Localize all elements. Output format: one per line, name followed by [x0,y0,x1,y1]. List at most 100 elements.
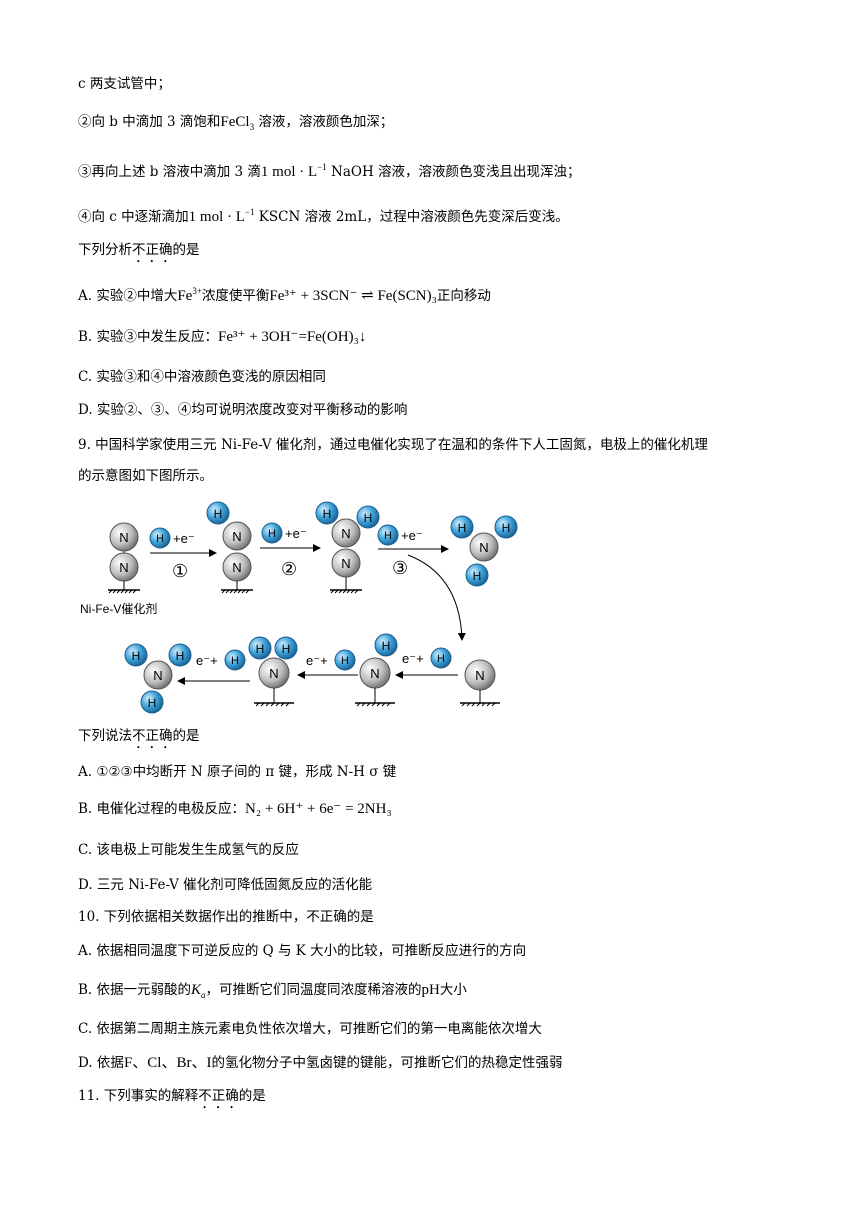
step-6-arrow: e⁻+ H [177,649,250,685]
q9-stem-a: 下列说法 [78,728,132,744]
optA-text-a: A. 实验②中增大 [78,288,178,304]
q8-stem-a: 下列分析 [78,242,132,258]
ka-symbol: Ka [191,982,206,1000]
q8-option-b: B. 实验③中发生反应：Fe³⁺ + 3OH⁻=Fe(OH)₃↓ [78,328,366,346]
q8-option-d: D. 实验②、③、④均可说明浓度改变对平衡移动的影响 [78,402,408,418]
svg-text:N: N [232,529,241,544]
svg-text:H: H [364,511,373,525]
l4-text-a: ④向 c 中逐渐滴加 [78,209,189,225]
svg-text:N: N [153,668,162,683]
q9-option-a: A. ①②③中均断开 N 原子间的 π 键，形成 N-H σ 键 [78,764,397,780]
q11-stem-a: 11. 下列事实的解释 [78,1088,199,1104]
svg-text:+e⁻: +e⁻ [285,526,307,541]
optA-text-c: 正向移动 [436,288,491,304]
step-4-arrow: e⁻+ H [395,647,458,679]
svg-text:H: H [384,530,392,542]
svg-text:N: N [341,526,350,541]
q9-option-d: D. 三元 Ni-Fe-V 催化剂可降低固氮反应的活化能 [78,877,373,893]
svg-text:H: H [323,507,332,521]
q8-stem-emphasis: 不正确 [132,242,173,258]
q9-option-c: C. 该电极上可能发生生成氢气的反应 [78,842,299,858]
q10-stem: 10. 下列依据相关数据作出的推断中，不正确的是 [78,909,374,925]
svg-text:H: H [473,569,482,583]
stage-3-n2h2: H H N N [315,501,380,594]
q10D-text-b: 的氢化物分子中氢卤键的键能，可推断它们的热稳定性强弱 [211,1055,563,1071]
optB-equation: Fe³⁺ + 3OH⁻=Fe(OH)₃↓ [218,329,367,345]
svg-text:+e⁻: +e⁻ [173,531,195,546]
q10B-text-b: ，可推断它们同温度同浓度稀溶液的 [205,982,422,998]
text-line-4: ④向 c 中逐渐滴加1 mol · L−1 KSCN 溶液 2mL，过程中溶液颜… [78,203,569,226]
fecl3-formula: FeCl3 [220,114,255,132]
q9-option-b: B. 电催化过程的电极反应：N₂ + 6H⁺ + 6e⁻ = 2NH₃ [78,800,392,818]
svg-text:N: N [341,556,350,571]
svg-text:H: H [176,649,185,663]
svg-text:e⁻+: e⁻+ [196,653,218,668]
svg-text:H: H [458,521,467,535]
q8-option-a: A. 实验②中增大Fe3+浓度使平衡Fe³⁺ + 3SCN⁻ ⇌ Fe(SCN)… [78,282,491,305]
q10-option-b: B. 依据一元弱酸的Ka，可推断它们同温度同浓度稀溶液的pH大小 [78,981,467,1004]
l3-text-b: NaOH 溶液，溶液颜色变浅且出现浑浊； [331,164,581,180]
nh3-product-bottom: H H N H [124,643,192,714]
q10B-text-a: B. 依据一元弱酸的 [78,982,192,998]
step-1-arrow: H +e⁻ ① [149,527,217,581]
svg-text:H: H [268,528,276,540]
ph-symbol: pH [421,982,440,998]
svg-text:H: H [132,649,141,663]
q9-stem-b: 的是 [172,728,200,744]
l2-text-b: 溶液，溶液颜色加深； [258,114,394,130]
svg-text:N: N [269,666,278,681]
q10-option-a: A. 依据相同温度下可逆反应的 Q 与 K 大小的比较，可推断反应进行的方向 [78,943,527,959]
svg-text:H: H [341,655,349,667]
l3-text-a: ③再向上述 b 溶液中滴加 3 滴 [78,164,261,180]
q10D-text-a: D. 依据 [78,1055,124,1071]
fe3-ion: Fe3+ [177,286,202,304]
stage-2-n2h: H N N [206,501,253,594]
svg-text:H: H [256,642,265,656]
svg-text:H: H [502,521,511,535]
q9-stem: 下列说法不正确的是 [78,727,200,752]
q11-stem: 11. 下列事实的解释不正确的是 [78,1087,266,1112]
svg-text:H: H [156,533,164,545]
q9B-text: B. 电催化过程的电极反应： [78,801,246,817]
stage-4-n: N [460,659,500,707]
svg-text:N: N [119,560,128,575]
svg-text:+e⁻: +e⁻ [401,528,423,543]
stage-6-nh2: H H N [248,636,298,707]
text-line-1: c 两支试管中； [78,76,171,92]
l2-text-a: ②向 b 中滴加 3 滴饱和 [78,114,221,130]
svg-text:③: ③ [392,558,408,578]
svg-text:N: N [475,668,484,683]
step-5-arrow: e⁻+ H [297,649,358,679]
q11-stem-emphasis: 不正确 [198,1088,239,1104]
q9-stem-line-2: 的示意图如下图所示。 [78,468,213,484]
optB-text: B. 实验③中发生反应： [78,329,219,345]
halogen-list: F、Cl、Br、I [123,1055,212,1071]
q8-stem: 下列分析不正确的是 [78,241,200,266]
optA-text-b: 浓度使平衡 [201,288,270,304]
step-3-arrow: H +e⁻ ③ [377,524,449,578]
nh3-product-top: H H N H [450,515,518,587]
l4-text-b: KSCN 溶液 2mL，过程中溶液颜色先变深后变浅。 [258,209,569,225]
svg-text:①: ① [172,561,188,581]
svg-text:H: H [214,507,223,521]
svg-text:N: N [232,560,241,575]
svg-text:H: H [437,653,445,665]
q8-option-c: C. 实验③和④中溶液颜色变浅的原因相同 [78,369,326,385]
svg-text:H: H [382,639,391,653]
svg-text:H: H [148,696,157,710]
stage-1-n2: N N [108,522,140,594]
catalysis-mechanism-diagram: N N Ni-Fe-V催化剂 H +e⁻ ① H N N H +e⁻ ② H [80,501,518,714]
svg-text:N: N [479,540,488,555]
svg-text:e⁻+: e⁻+ [306,653,328,668]
svg-text:N: N [370,666,379,681]
q10B-text-c: 大小 [439,982,467,998]
optA-equilibrium: Fe³⁺ + 3SCN⁻ ⇌ Fe(SCN)₃ [269,288,437,304]
svg-text:H: H [231,655,239,667]
l4-concentration: 1 mol · L−1 [188,207,255,225]
svg-text:H: H [282,642,291,656]
q10-option-c: C. 依据第二周期主族元素电负性依次增大，可推断它们的第一电离能依次增大 [78,1021,542,1037]
q8-stem-b: 的是 [172,242,200,258]
q9-stem-emphasis: 不正确 [132,728,173,744]
step-2-arrow: H +e⁻ ② [260,522,321,579]
stage-5-nh: H N [355,633,398,707]
